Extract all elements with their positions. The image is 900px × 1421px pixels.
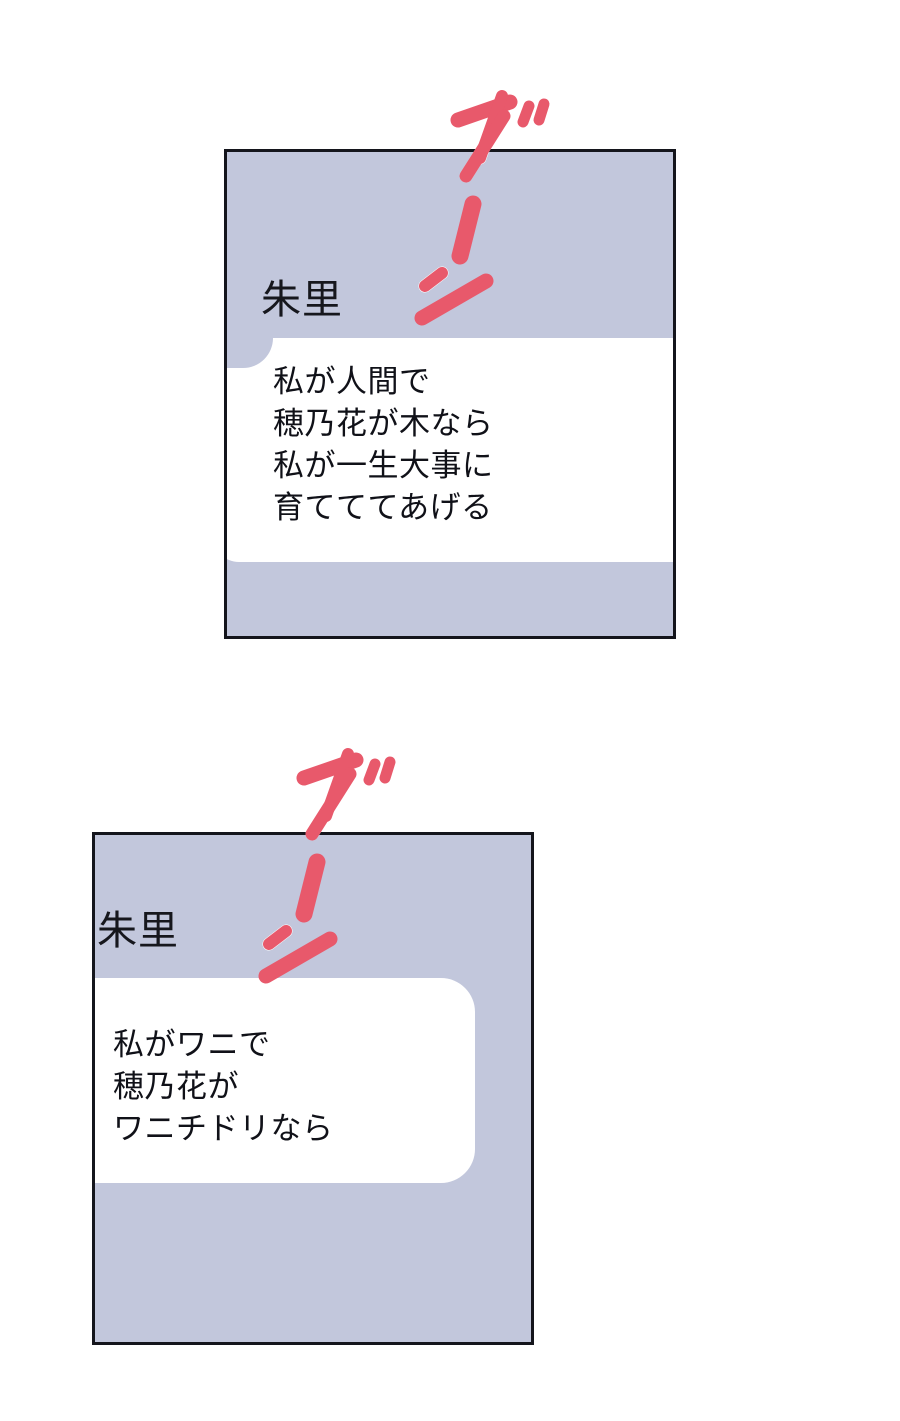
chat-speaker-name: 朱里 — [261, 277, 343, 323]
chat-speaker-name: 朱里 — [97, 908, 179, 954]
speech-bubble: 私が人間で 穂乃花が木なら 私が一生大事に 育てててあげる — [227, 338, 673, 562]
speech-bubble: 私がワニで 穂乃花が ワニチドリなら — [95, 978, 475, 1183]
speech-bubble-text: 私が人間で 穂乃花が木なら 私が一生大事に 育てててあげる — [273, 364, 494, 526]
comic-panel-2: 朱里 私がワニで 穂乃花が ワニチドリなら — [92, 832, 534, 1345]
speech-bubble-text: 私がワニで 穂乃花が ワニチドリなら — [113, 1027, 334, 1147]
comic-panel-1: 朱里 私が人間で 穂乃花が木なら 私が一生大事に 育てててあげる — [224, 149, 676, 639]
